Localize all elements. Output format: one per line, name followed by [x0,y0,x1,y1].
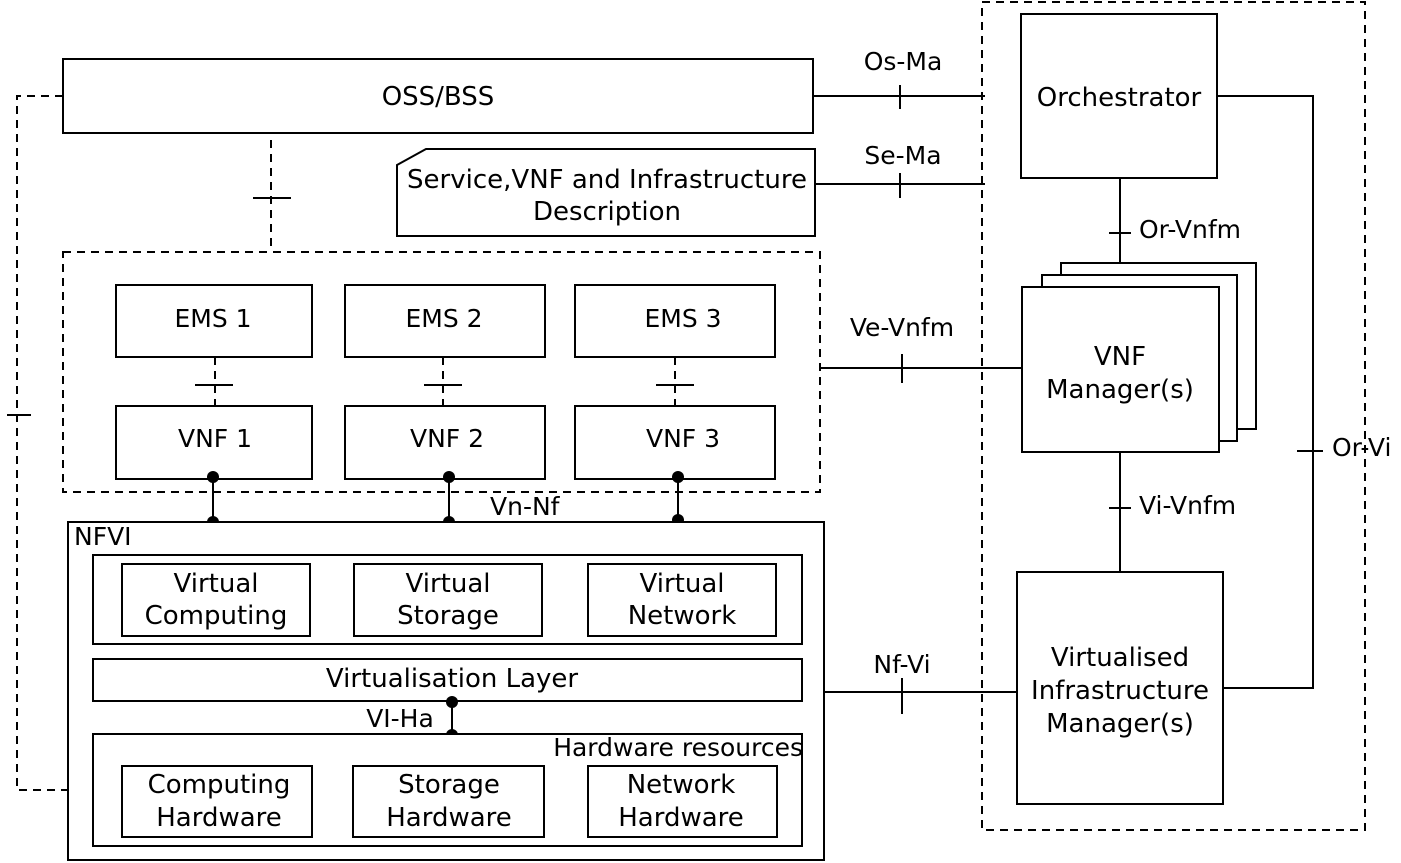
vn-nf-label: Vn-Nf [490,492,561,521]
vim-label-line1: Virtualised [1051,643,1189,673]
virtualisation-layer-label: Virtualisation Layer [326,664,579,694]
os-ma-label: Os-Ma [864,47,943,76]
or-vnfm-label: Or-Vnfm [1139,215,1241,244]
ems-1-box [115,284,313,358]
vn-nf-2-endpoint-top [443,471,455,483]
network-hardware-label-line1: Network [627,770,736,800]
vnf-3-label: VNF 3 [646,424,720,453]
virtual-computing-label-line1: Virtual [174,569,259,599]
vnf-manager-box [1021,286,1220,453]
ve-vnfm-label: Ve-Vnfm [850,313,954,342]
computing-hardware-label-line1: Computing [148,770,291,800]
network-hardware-box [587,765,778,838]
se-ma-label: Se-Ma [864,141,941,170]
service-description-box [396,148,816,237]
virtualisation-layer-box [92,658,803,702]
ems-2-box [344,284,546,358]
oss-bss-box [62,58,814,134]
vim-box [1016,571,1224,805]
vnf-2-box [344,405,546,480]
orchestrator-box [1020,13,1218,179]
virtual-network-box [587,563,777,637]
vnf-2-label: VNF 2 [410,424,484,453]
virtual-computing-box [121,563,311,637]
network-hardware-label-line2: Hardware [618,803,744,833]
or-vi-link [1217,95,1314,689]
ems-2-label: EMS 2 [405,304,482,333]
virtual-storage-label-line2: Storage [397,601,499,631]
vi-ha-label: VI-Ha [366,704,434,733]
oss-bss-label: OSS/BSS [382,82,495,112]
virtual-storage-label-line1: Virtual [406,569,491,599]
vim-label-line2: Infrastructure [1031,676,1209,706]
vn-nf-3-endpoint-top [672,471,684,483]
ems-3-label: EMS 3 [644,304,721,333]
vnf-3-box [574,405,776,480]
vnf-ems-container [62,251,821,493]
storage-hardware-label-line2: Hardware [386,803,512,833]
vnf-manager-label-line2: Manager(s) [1046,375,1194,405]
virtual-network-label-line1: Virtual [640,569,725,599]
vi-ha-endpoint-top [446,696,458,708]
hardware-resources-label: Hardware resources [553,733,803,762]
service-description-label-line1: Service,VNF and Infrastructure [407,165,807,195]
virtual-computing-label-line2: Computing [145,601,288,631]
vn-nf-1-endpoint-top [207,471,219,483]
virtual-network-label-line2: Network [628,601,737,631]
or-vi-label: Or-Vi [1332,433,1391,462]
storage-hardware-label-line1: Storage [398,770,500,800]
vim-label-line3: Manager(s) [1046,709,1194,739]
virtual-storage-box [353,563,543,637]
storage-hardware-box [352,765,545,838]
mano-container [981,1,1366,831]
vnf-1-box [115,405,313,480]
service-description-label-line2: Description [533,197,681,227]
vnf-manager-label-line1: VNF [1094,342,1146,372]
vnf-1-label: VNF 1 [178,424,252,453]
oss-nfvi-dashed-link [16,95,88,791]
ems-1-label: EMS 1 [174,304,251,333]
vi-vnfm-label: Vi-Vnfm [1139,491,1236,520]
computing-hardware-label-line2: Hardware [156,803,282,833]
computing-hardware-box [121,765,313,838]
nfvi-label: NFVI [74,522,132,551]
nf-vi-label: Nf-Vi [873,650,930,679]
orchestrator-label: Orchestrator [1037,83,1202,113]
